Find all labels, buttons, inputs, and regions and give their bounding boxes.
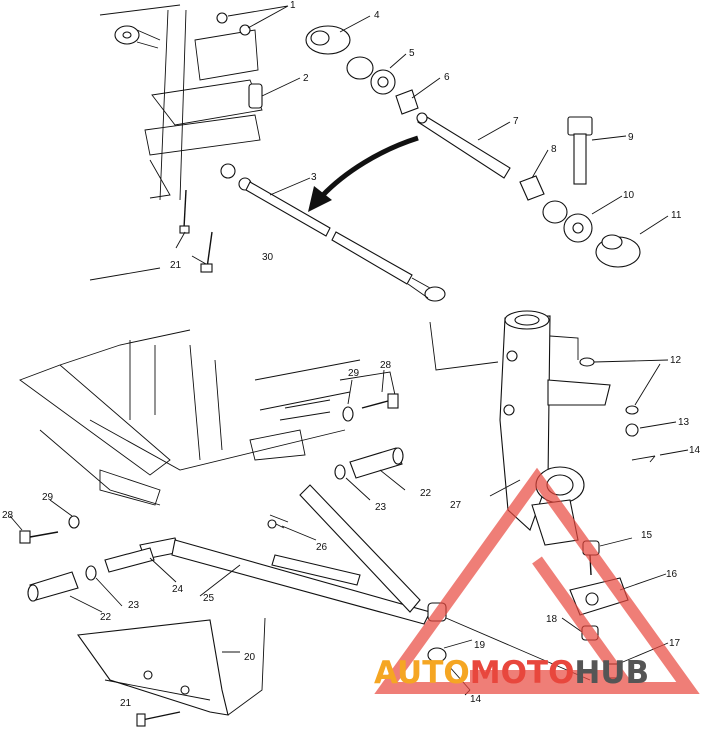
- bolt-30: [200, 231, 213, 273]
- washer-12: [579, 357, 639, 415]
- frame: [19, 329, 396, 506]
- callout-4: 4: [374, 10, 380, 21]
- callout-leaders: [9, 5, 689, 716]
- callout-23-right: 23: [375, 502, 387, 513]
- callout-30: 30: [262, 252, 274, 263]
- nuts-top: [216, 12, 251, 36]
- bolt-28-left: [19, 530, 59, 544]
- bolt-28-right: [361, 393, 399, 409]
- callout-17: 17: [669, 638, 681, 649]
- bushing-11: [595, 234, 641, 268]
- washer-23-left: [85, 565, 97, 581]
- steering-post: [89, 4, 263, 281]
- nut-13: [625, 423, 639, 437]
- callout-7: 7: [513, 116, 519, 127]
- callout-19: 19: [474, 640, 486, 651]
- callout-26: 26: [316, 542, 328, 553]
- bolt-21-lower: [136, 711, 181, 727]
- direction-arrow: [308, 135, 419, 212]
- sleeve-24: [104, 547, 155, 573]
- a-arm: [139, 484, 431, 625]
- callout-28-right: 28: [380, 360, 392, 371]
- spacer-sleeve: [248, 83, 263, 109]
- callout-6: 6: [444, 72, 450, 83]
- callout-22-right: 22: [420, 488, 432, 499]
- bushing-22-left: [27, 571, 79, 602]
- bolt-9: [567, 116, 593, 185]
- watermark-logo: [374, 467, 700, 694]
- callout-13: 13: [678, 417, 690, 428]
- callout-22-left: 22: [100, 612, 112, 623]
- callout-14-lower: 14: [470, 694, 482, 705]
- callout-18: 18: [546, 614, 558, 625]
- skid-plate: [77, 619, 229, 716]
- callout-21-upper: 21: [170, 260, 182, 271]
- grease-fitting-26: [267, 519, 285, 529]
- watermark-text: AUTOMOTOHUB: [374, 655, 649, 691]
- callout-10: 10: [623, 190, 635, 201]
- callout-24: 24: [172, 584, 184, 595]
- washer-23-right: [334, 464, 346, 480]
- washer-29-right: [342, 406, 354, 422]
- callout-12: 12: [670, 355, 682, 366]
- callout-14-upper: 14: [689, 445, 701, 456]
- callout-23-left: 23: [128, 600, 140, 611]
- washer-29-left: [68, 515, 80, 529]
- bushing-4: [305, 25, 351, 55]
- callout-27: 27: [450, 500, 462, 511]
- callout-16: 16: [666, 569, 678, 580]
- callout-11: 11: [671, 210, 682, 221]
- callout-8: 8: [551, 144, 557, 155]
- bolt-21-upper: [179, 189, 190, 234]
- callout-2: 2: [303, 73, 309, 84]
- callout-1: 1: [290, 0, 296, 11]
- callout-5: 5: [409, 48, 415, 59]
- tie-rod: [220, 163, 446, 302]
- callout-3: 3: [311, 172, 317, 183]
- cotter-pin-14-upper: [631, 455, 656, 463]
- bushing-6: [395, 89, 419, 115]
- callout-9: 9: [628, 132, 634, 143]
- callout-labels: 1 2 3 4 5 6 7 8 9 10 11 12 13 14 14 15 1…: [2, 0, 701, 709]
- watermark-auto: AUTO: [374, 655, 470, 691]
- callout-29-right: 29: [348, 368, 360, 379]
- callout-15: 15: [641, 530, 653, 541]
- bushing-5: [346, 56, 396, 95]
- watermark-hub: HUB: [574, 655, 649, 691]
- sleeve-8: [519, 175, 545, 201]
- shaft-7: [416, 112, 511, 179]
- tie-rod-end-upper: [114, 25, 161, 49]
- watermark-moto: MOTO: [470, 655, 575, 691]
- callout-28-left: 28: [2, 510, 14, 521]
- callout-25: 25: [203, 593, 215, 604]
- callout-20: 20: [244, 652, 256, 663]
- callout-21-lower: 21: [120, 698, 132, 709]
- bushing-10: [542, 200, 593, 243]
- bushing-22-right: [349, 447, 404, 479]
- callout-29-left: 29: [42, 492, 54, 503]
